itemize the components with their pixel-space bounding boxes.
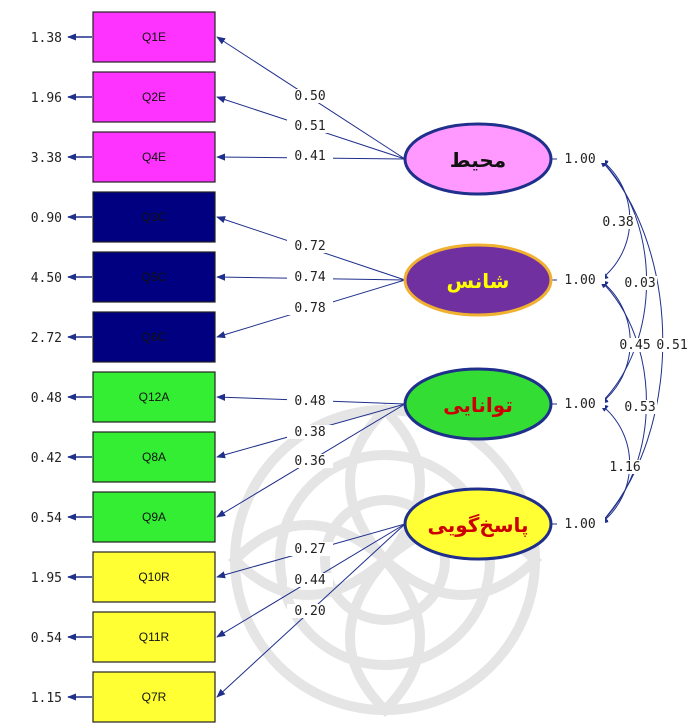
label-bg xyxy=(287,573,333,587)
covariance-value: 0.45 xyxy=(619,338,650,353)
indicator-label: Q12A xyxy=(139,390,170,404)
error-variance-value: 1.96 xyxy=(31,91,62,106)
latent-factor-3 xyxy=(403,367,553,441)
loading-value: 0.50 xyxy=(294,89,325,104)
indicator-label: Q11R xyxy=(139,630,170,644)
factor-variance-value: 1.00 xyxy=(564,152,595,167)
label-bg xyxy=(623,276,657,290)
indicator-label: Q8A xyxy=(142,450,166,464)
latent-factor-2 xyxy=(403,243,553,317)
error-variance-value: 0.54 xyxy=(31,631,62,646)
indicator-label: Q6C xyxy=(142,330,167,344)
latent-factor-label: توانایی xyxy=(443,393,513,417)
indicator-label: Q5C xyxy=(142,270,167,284)
factor-variance-value: 1.00 xyxy=(564,397,595,412)
label-bg xyxy=(287,425,333,439)
indicator-box-q12a xyxy=(92,371,216,423)
loading-value: 0.41 xyxy=(294,149,325,164)
error-variance-value: 1.95 xyxy=(31,571,62,586)
label-bg xyxy=(601,215,635,229)
label-bg xyxy=(618,338,652,352)
indicator-box-q5c xyxy=(92,251,216,303)
indicator-label: Q10R xyxy=(138,570,170,584)
error-variance-value: 0.42 xyxy=(31,451,62,466)
loading-value: 0.38 xyxy=(294,425,325,440)
label-bg xyxy=(287,301,333,315)
label-bg xyxy=(287,454,333,468)
loading-value: 0.44 xyxy=(294,573,325,588)
loading-value: 0.27 xyxy=(294,542,325,557)
indicator-label: Q7R xyxy=(142,690,167,704)
error-variance-value: 3.38 xyxy=(31,151,62,166)
label-bg xyxy=(287,394,333,408)
indicator-label: Q2E xyxy=(142,90,166,104)
indicator-box-q6c xyxy=(92,311,216,363)
label-bg xyxy=(557,514,605,528)
indicator-box-q8a xyxy=(92,431,216,483)
nodes-layer: Q1E Q2E Q4E Q3C Q5C Q6C Q12A Q8A Q9A Q10R Q11R Q7R م… xyxy=(92,11,553,723)
error-variance-value: 1.15 xyxy=(31,691,62,706)
latent-factor-1 xyxy=(403,122,553,196)
indicator-box-q1e xyxy=(92,11,216,63)
label-bg xyxy=(623,400,657,414)
indicator-label: Q9A xyxy=(142,510,166,524)
covariance-value: 1.16 xyxy=(609,460,640,475)
indicator-box-q3c xyxy=(92,191,216,243)
covariance-value: 0.38 xyxy=(602,215,633,230)
loading-value: 0.74 xyxy=(294,270,325,285)
latent-factor-label: محیط xyxy=(450,148,506,172)
indicator-label: Q3C xyxy=(142,210,167,224)
covariance-value: 0.53 xyxy=(624,400,655,415)
labels-layer: 1.38 1.96 3.38 0.90 4.50 2.72 0.48 0.42 0.54 1.95… xyxy=(31,31,689,706)
error-variance-value: 0.48 xyxy=(31,391,62,406)
loading-value: 0.48 xyxy=(294,394,325,409)
label-bg xyxy=(287,239,333,253)
indicator-box-q4e xyxy=(92,131,216,183)
error-variance-value: 0.90 xyxy=(31,211,62,226)
latent-factor-label: شانس xyxy=(447,269,510,293)
covariance-value: 0.03 xyxy=(624,276,655,291)
loading-value: 0.20 xyxy=(294,604,325,619)
indicator-label: Q4E xyxy=(142,150,166,164)
error-variance-value: 2.72 xyxy=(31,331,62,346)
loading-value: 0.72 xyxy=(294,239,325,254)
error-variance-value: 4.50 xyxy=(31,271,62,286)
indicator-box-q7r xyxy=(92,671,216,723)
covariance-value: 0.51 xyxy=(656,338,687,353)
indicator-label: Q1E xyxy=(142,30,166,44)
indicator-box-q9a xyxy=(92,491,216,543)
label-bg xyxy=(287,149,333,163)
label-bg xyxy=(287,604,333,618)
indicator-box-q2e xyxy=(92,71,216,123)
loading-value: 0.51 xyxy=(294,119,325,134)
indicator-box-q11r xyxy=(92,611,216,663)
label-bg xyxy=(287,542,333,556)
label-bg xyxy=(557,394,605,408)
loading-value: 0.78 xyxy=(294,301,325,316)
label-bg xyxy=(287,270,333,284)
label-bg xyxy=(655,338,689,352)
label-bg xyxy=(287,89,333,103)
label-bg xyxy=(287,119,333,133)
factor-variance-value: 1.00 xyxy=(564,273,595,288)
label-bg xyxy=(557,149,605,163)
latent-factor-label: پاسخ‌گویی xyxy=(427,513,528,538)
indicator-box-q10r xyxy=(92,551,216,603)
label-bg xyxy=(557,270,605,284)
error-variance-value: 1.38 xyxy=(31,31,62,46)
error-variance-value: 0.54 xyxy=(31,511,62,526)
latent-factor-4 xyxy=(403,487,553,561)
loading-value: 0.36 xyxy=(294,454,325,469)
label-bg xyxy=(608,460,642,474)
factor-variance-value: 1.00 xyxy=(564,517,595,532)
